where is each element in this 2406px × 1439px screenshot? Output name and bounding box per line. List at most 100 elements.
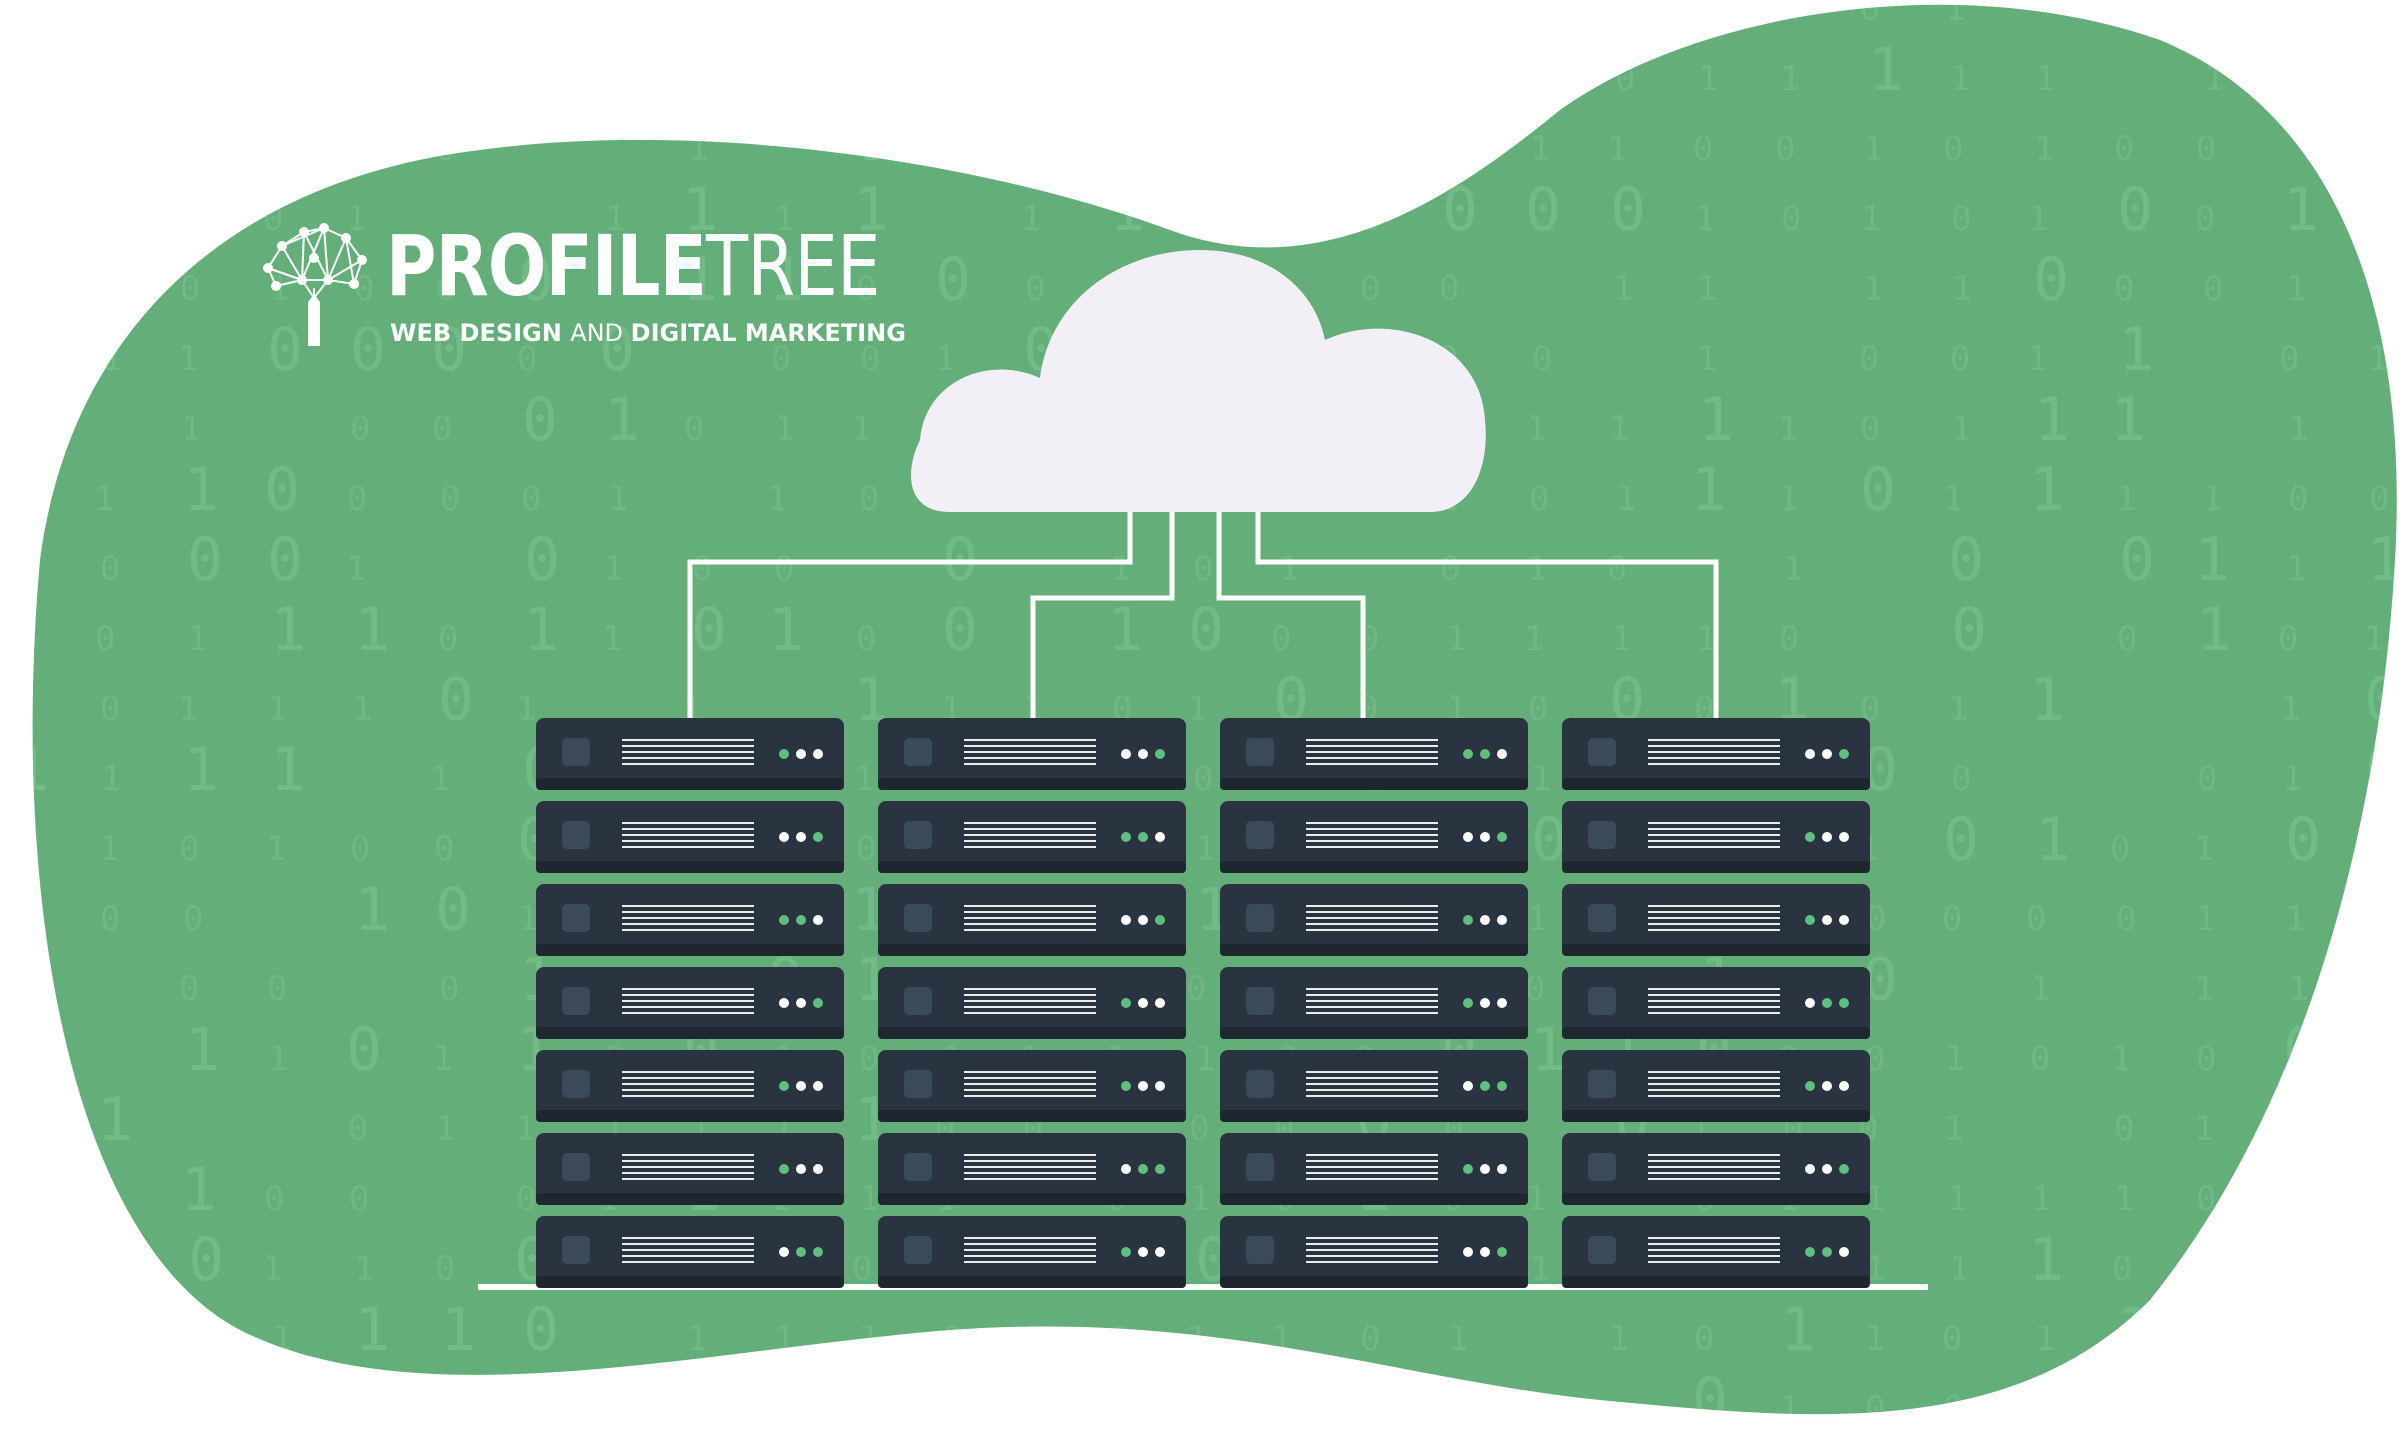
binary-digit: 0 <box>438 665 474 735</box>
binary-digit: 0 <box>1948 525 1984 595</box>
drive-bay <box>904 987 932 1015</box>
binary-digit: 1 <box>1865 1319 1885 1359</box>
binary-digit: 1 <box>2286 549 2306 589</box>
binary-digit: 0 <box>1271 619 1291 659</box>
drive-bay <box>1588 904 1616 932</box>
binary-digit: 1 <box>519 1365 555 1435</box>
binary-digit: 1 <box>1021 199 1041 239</box>
server-unit <box>1562 1133 1870 1205</box>
binary-digit: 0 <box>350 829 370 869</box>
binary-digit: 1 <box>604 385 640 455</box>
binary-digit: 1 <box>2029 455 2065 525</box>
binary-digit: 1 <box>1945 0 1965 29</box>
server-unit-shadow <box>1220 1276 1528 1288</box>
binary-digit: 1 <box>1022 1319 1042 1359</box>
binary-digit: 0 <box>1692 1365 1728 1435</box>
status-led <box>813 1247 823 1257</box>
binary-digit: 1 <box>2111 1039 2131 1079</box>
status-led <box>1463 1247 1473 1257</box>
status-led <box>1497 832 1507 842</box>
binary-digit: 1 <box>270 735 306 805</box>
binary-digit: 1 <box>1527 549 1547 589</box>
tagline-part-3: DIGITAL MARKETING <box>630 319 906 347</box>
status-led <box>1839 1164 1849 1174</box>
server-unit-shadow <box>536 1027 844 1039</box>
status-led <box>779 915 789 925</box>
binary-digit: 1 <box>181 1155 217 1225</box>
binary-digit: 0 <box>1607 549 1627 589</box>
binary-digit: 1 <box>1861 199 1881 239</box>
binary-digit: 0 <box>436 269 456 309</box>
binary-digit: 1 <box>182 129 202 169</box>
binary-digit: 1 <box>440 1295 476 1365</box>
drive-bay <box>1246 1153 1274 1181</box>
binary-digit: 0 <box>2278 619 2298 659</box>
server-unit <box>1220 1050 1528 1122</box>
binary-digit: 1 <box>1446 619 1466 659</box>
binary-digit: 1 <box>16 479 36 519</box>
binary-digit: 0 <box>2285 805 2321 875</box>
server-unit <box>536 967 844 1039</box>
binary-digit: 1 <box>1359 59 1379 99</box>
server-unit-shadow <box>878 778 1186 790</box>
binary-digit: 0 <box>2279 339 2299 379</box>
binary-digit: 1 <box>2116 1295 2152 1365</box>
binary-digit: 1 <box>2281 1295 2317 1365</box>
status-led <box>1463 998 1473 1008</box>
binary-digit: 0 <box>942 595 978 665</box>
binary-digit: 0 <box>13 409 33 449</box>
server-rack-icon <box>1220 718 1528 1288</box>
binary-digit: 0 <box>604 1389 624 1429</box>
binary-digit: 0 <box>2196 129 2216 169</box>
binary-digit: 1 <box>768 0 788 29</box>
status-led <box>1121 749 1131 759</box>
binary-digit: 0 <box>1193 549 1213 589</box>
binary-digit: 1 <box>266 129 286 169</box>
binary-digit: 1 <box>95 269 115 309</box>
server-unit-body <box>536 1216 844 1288</box>
binary-digit: 0 <box>1860 0 1880 29</box>
binary-digit: 1 <box>1530 129 1550 169</box>
binary-digit: 0 <box>19 1389 39 1429</box>
binary-digit: 1 <box>262 1249 282 1289</box>
binary-digit: 0 <box>856 619 876 659</box>
binary-digit: 0 <box>435 129 455 169</box>
binary-digit: 0 <box>2280 59 2300 99</box>
status-led <box>1155 915 1165 925</box>
status-led <box>1121 832 1131 842</box>
binary-digit: 0 <box>692 549 712 589</box>
binary-digit: 0 <box>18 245 54 315</box>
binary-digit: 0 <box>860 339 880 379</box>
binary-digit: 0 <box>19 59 39 99</box>
binary-digit: 0 <box>267 969 287 1009</box>
binary-digit: 1 <box>605 199 625 239</box>
binary-digit: 1 <box>1944 1109 1964 1149</box>
binary-digit: 1 <box>1439 59 1459 99</box>
binary-digit: 0 <box>942 1319 962 1359</box>
status-led <box>1497 749 1507 759</box>
binary-digit: 0 <box>1109 1319 1129 1359</box>
server-unit <box>536 1133 844 1205</box>
brand-name-light: TREE <box>705 217 881 315</box>
binary-digit: 0 <box>1528 689 1548 729</box>
drive-bay <box>562 738 590 766</box>
status-led <box>1839 1081 1849 1091</box>
server-unit-body <box>1220 1050 1528 1122</box>
drive-bay <box>1588 1070 1616 1098</box>
binary-digit: 1 <box>354 1249 374 1289</box>
binary-digit: 1 <box>1696 619 1716 659</box>
binary-digit: 1 <box>1279 549 1299 589</box>
binary-digit: 0 <box>19 1319 39 1359</box>
status-led <box>1155 1081 1165 1091</box>
binary-digit: 1 <box>1526 409 1546 449</box>
status-led <box>1138 1164 1148 1174</box>
status-led <box>1822 915 1832 925</box>
binary-digit: 0 <box>1865 1039 1885 1079</box>
status-led <box>1463 832 1473 842</box>
binary-digit: 1 <box>1275 1389 1295 1429</box>
status-led <box>1138 915 1148 925</box>
binary-digit: 1 <box>688 1389 708 1429</box>
binary-digit: 1 <box>1110 549 1130 589</box>
binary-digit: 0 <box>439 969 459 1009</box>
